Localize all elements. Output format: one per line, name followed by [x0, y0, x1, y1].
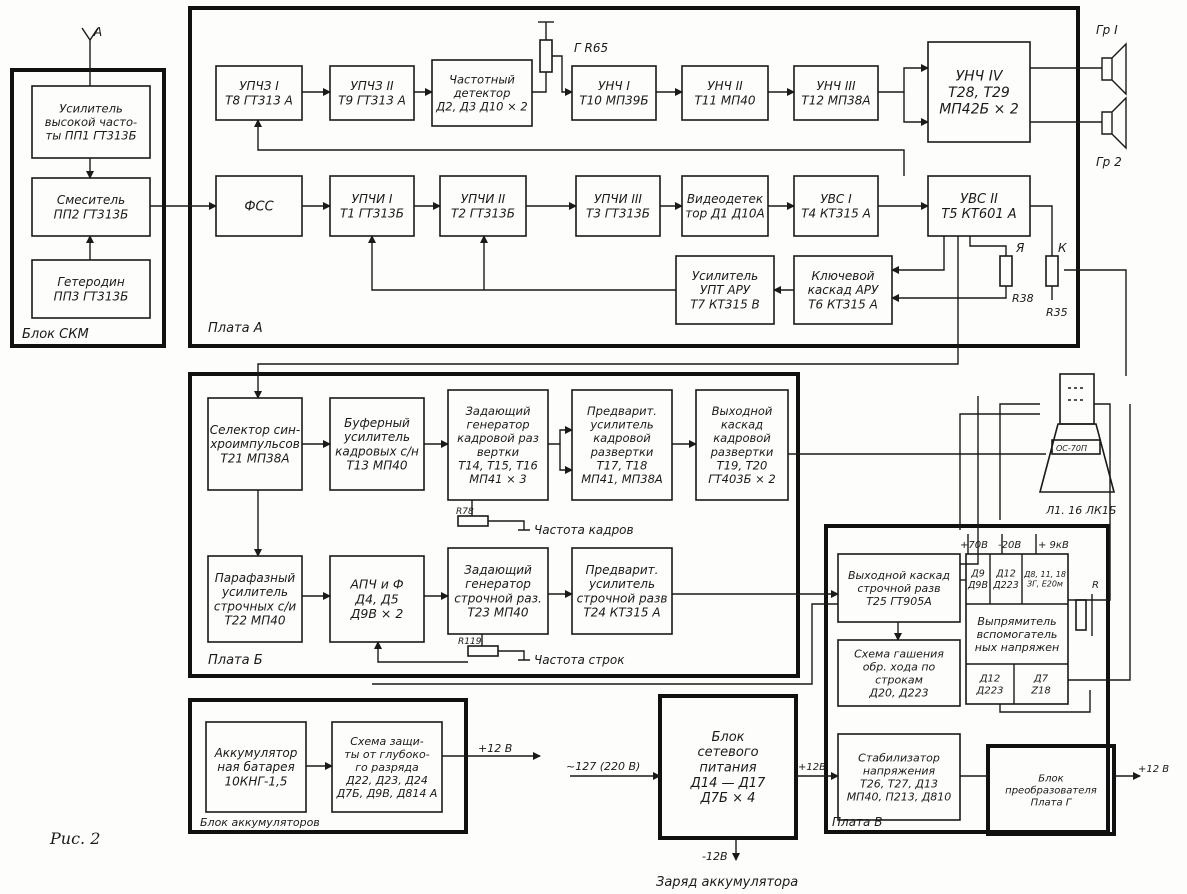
block-rect: [965, 553, 1069, 705]
crt-icon: [1038, 373, 1116, 493]
board-batt: [188, 698, 468, 834]
board-batt-label: Блок аккумуляторов: [200, 816, 320, 829]
block-osc: [31, 259, 151, 319]
resistor-r119: [467, 645, 499, 657]
r35-label: R35: [1046, 306, 1068, 319]
board-a: [188, 6, 1080, 348]
resistor-r38: [999, 255, 1013, 287]
block-amp-hf: [31, 85, 151, 159]
r78-label: R78: [456, 507, 474, 517]
r-label: R: [1092, 580, 1099, 591]
block-fss-label: ФСС: [244, 200, 274, 215]
figure-caption: Рис. 2: [49, 829, 100, 848]
r119-label: R119: [458, 637, 482, 647]
freq-frame-label: Частота кадров: [534, 523, 634, 537]
resistor-r35: [1045, 255, 1059, 287]
block-conv: [986, 744, 1116, 836]
gr1-label: Гр I: [1096, 23, 1118, 37]
block-battery: [205, 721, 307, 813]
v-conv-label: +12 В: [1138, 764, 1169, 775]
block-mains: [658, 694, 798, 840]
block-unch4: [927, 41, 1031, 143]
r65-label: Г R65: [574, 41, 608, 55]
block-line-out: [837, 553, 961, 623]
v-plus12-batt-label: +12 В: [478, 742, 512, 755]
resistor-r78: [457, 515, 489, 527]
board-b: [188, 372, 800, 678]
board-b-label: Плата Б: [208, 653, 263, 668]
block-frame-preamp: [571, 389, 673, 501]
board-skm: [10, 68, 166, 348]
v-minus20-label: -20В: [998, 540, 1021, 551]
board-v: [824, 524, 1110, 834]
v-plus12-mains-label: +12В: [798, 762, 826, 773]
antenna-label: А: [93, 25, 102, 39]
rect-cells: [966, 554, 1068, 704]
crt-label: Л1. 16 ЛК1Б: [1045, 504, 1116, 517]
v-plus70-label: +70В: [960, 540, 988, 551]
block-line-gen: [447, 547, 549, 635]
freq-line-label: Частота строк: [534, 653, 625, 667]
crt-yoke-label: ОС-70П: [1056, 444, 1087, 453]
board-v-label: Плата В: [832, 815, 882, 829]
v-9kv-label: + 9кВ: [1038, 540, 1069, 551]
board-a-label: Плата А: [208, 321, 263, 336]
r38-label: R38: [1012, 292, 1034, 305]
charge-label: Заряд аккумулятора: [656, 875, 798, 890]
v-minus12-label: -12В: [702, 850, 728, 863]
v-mains-label: ~127 (220 В): [566, 760, 640, 773]
k-label: К: [1058, 241, 1067, 255]
board-skm-label: Блок СКМ: [22, 327, 89, 342]
ya-label: Я: [1015, 241, 1025, 255]
gr2-label: Гр 2: [1096, 155, 1122, 169]
